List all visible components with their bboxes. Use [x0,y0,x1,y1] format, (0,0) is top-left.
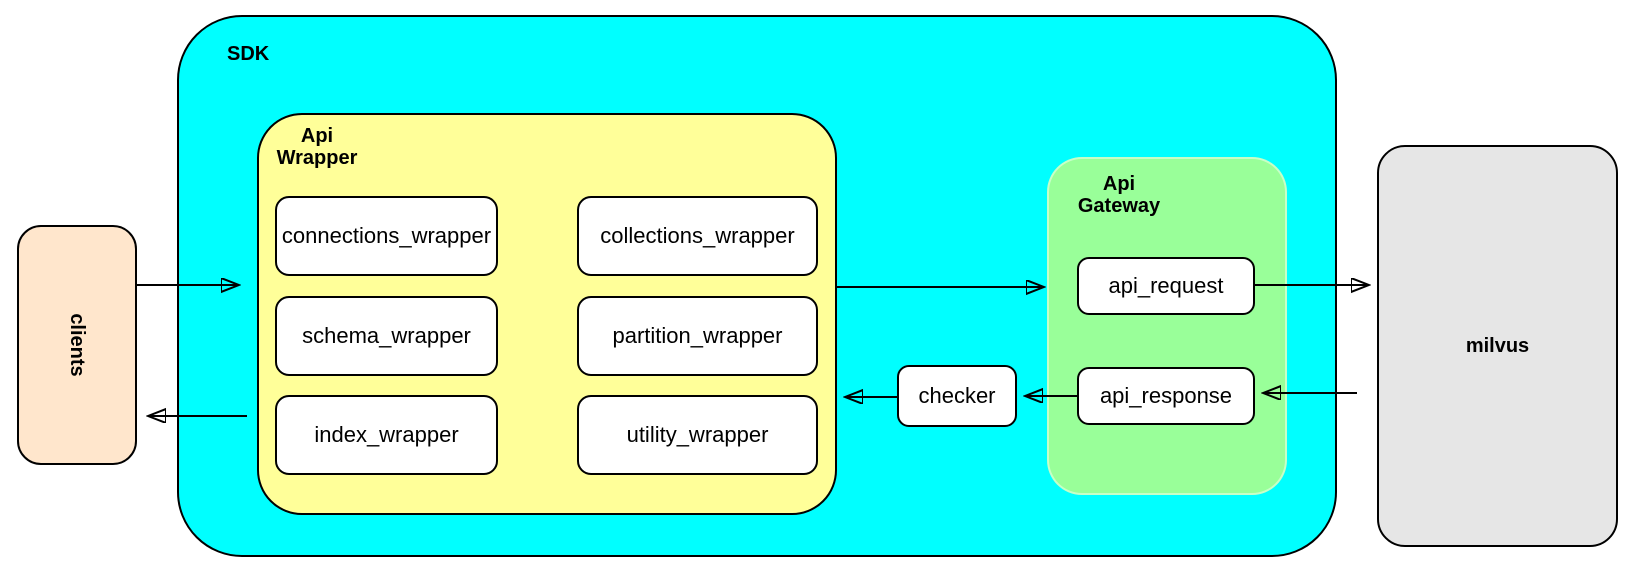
api-request-node: api_request [1077,257,1255,315]
api-wrapper-label: Api Wrapper [276,125,358,169]
partition-wrapper-node: partition_wrapper [577,296,818,376]
milvus-label: milvus [1465,334,1530,357]
connections-wrapper-node: connections_wrapper [275,196,498,276]
api-gateway-container: Api Gateway [1047,157,1287,495]
clients-node: clients [17,225,137,465]
clients-label: clients [66,313,89,377]
schema-wrapper-node: schema_wrapper [275,296,498,376]
sdk-label: SDK [227,43,270,65]
index-wrapper-node: index_wrapper [275,395,498,475]
checker-node: checker [897,365,1017,427]
api-response-node: api_response [1077,367,1255,425]
milvus-node: milvus [1377,145,1618,547]
collections-wrapper-node: collections_wrapper [577,196,818,276]
api-gateway-label: Api Gateway [1077,173,1161,217]
utility-wrapper-node: utility_wrapper [577,395,818,475]
